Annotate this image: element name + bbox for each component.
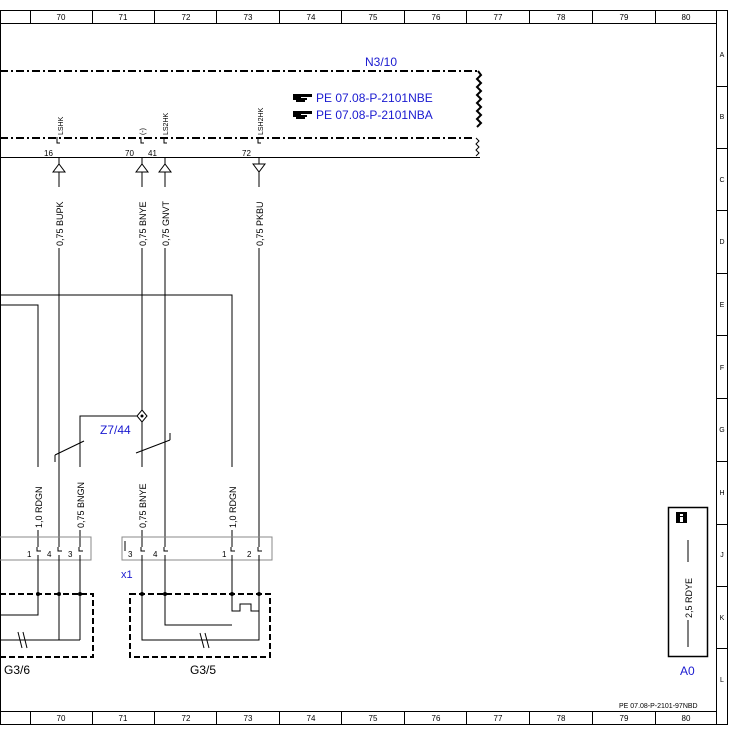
svg-text:79: 79: [620, 714, 629, 723]
column-labels-top: 70 71 72 73 74 75 76 77 78 79 80: [57, 13, 691, 22]
column-ticks: [30, 10, 656, 725]
info-icon[interactable]: [676, 512, 687, 523]
svg-text:C: C: [719, 177, 724, 184]
svg-text:2: 2: [247, 550, 252, 559]
svg-text:72: 72: [242, 149, 251, 158]
svg-text:G: G: [719, 427, 724, 434]
svg-text:75: 75: [369, 714, 378, 723]
pin-stubs: [56, 137, 261, 144]
svg-text:74: 74: [307, 13, 316, 22]
pointing-hand-icon: [293, 111, 312, 119]
svg-text:0,75 BNYE: 0,75 BNYE: [138, 483, 148, 528]
frame: [0, 10, 728, 725]
row-labels: A B C D E F G H J K L: [719, 52, 724, 684]
ref-link-nbe[interactable]: PE 07.08-P-2101NBE: [316, 91, 433, 105]
svg-text:LSH2HK: LSH2HK: [258, 107, 265, 135]
svg-text:0,75 GNVT: 0,75 GNVT: [161, 200, 171, 246]
svg-text:80: 80: [682, 714, 691, 723]
svg-text:72: 72: [182, 714, 191, 723]
ref-line-2[interactable]: PE 07.08-P-2101NBA: [293, 108, 433, 122]
svg-text:70: 70: [125, 149, 134, 158]
svg-text:1: 1: [222, 550, 227, 559]
svg-text:E: E: [720, 302, 725, 309]
row-ticks: [716, 86, 728, 649]
module-n3-10: N3/10: [0, 55, 483, 158]
svg-text:76: 76: [432, 13, 441, 22]
svg-text:A: A: [720, 52, 725, 59]
svg-text:73: 73: [244, 13, 253, 22]
svg-text:76: 76: [432, 714, 441, 723]
pointing-hand-icon: [293, 94, 312, 102]
svg-text:D: D: [719, 239, 724, 246]
svg-text:77: 77: [494, 714, 503, 723]
component-label-a0: A0: [680, 664, 695, 678]
svg-text:78: 78: [557, 13, 566, 22]
svg-text:1,0 RDGN: 1,0 RDGN: [34, 486, 44, 528]
svg-text:L: L: [720, 677, 724, 684]
svg-text:79: 79: [620, 13, 629, 22]
svg-text:71: 71: [119, 13, 128, 22]
svg-text:16: 16: [44, 149, 53, 158]
svg-text:4: 4: [153, 550, 158, 559]
svg-text:3: 3: [68, 550, 73, 559]
svg-text:80: 80: [682, 13, 691, 22]
svg-text:1,0 RDGN: 1,0 RDGN: [228, 486, 238, 528]
splice-z7-44: Z7/44: [100, 409, 148, 437]
svg-text:77: 77: [494, 13, 503, 22]
svg-text:72: 72: [182, 13, 191, 22]
column-labels-bottom: 70 71 72 73 74 75 76 77 78 79 80: [57, 714, 691, 723]
svg-text:J: J: [720, 552, 724, 559]
svg-text:41: 41: [148, 149, 157, 158]
svg-text:LS2HK: LS2HK: [163, 112, 170, 135]
svg-text:4: 4: [47, 550, 52, 559]
connector-x1: 1 4 3 3 4 1 2 x1: [0, 536, 273, 581]
svg-text:0,75 PKBU: 0,75 PKBU: [255, 201, 265, 246]
svg-text:(-): (-): [140, 128, 147, 135]
svg-text:73: 73: [244, 714, 253, 723]
component-g3-5: G3/5: [129, 592, 271, 677]
splice-label: Z7/44: [100, 423, 131, 437]
ref-line-1[interactable]: PE 07.08-P-2101NBE: [293, 91, 433, 105]
svg-text:3: 3: [128, 550, 133, 559]
connector-label-x1: x1: [121, 569, 133, 581]
pin-numbers: 16 70 41 72: [44, 149, 251, 158]
wire-labels: 0,75 BUPK 0,75 BNYE 0,75 GNVT 0,75 PKBU …: [34, 200, 265, 528]
svg-text:1: 1: [27, 550, 32, 559]
svg-text:0,75 BUPK: 0,75 BUPK: [55, 201, 65, 246]
component-g3-6: G3/6: [0, 592, 94, 677]
svg-text:70: 70: [57, 714, 66, 723]
footer-reference: PE 07.08-P-2101-97NBD: [619, 703, 698, 710]
svg-text:75: 75: [369, 13, 378, 22]
lower-wires: [37, 555, 260, 594]
svg-text:0,75 BNGN: 0,75 BNGN: [76, 482, 86, 528]
svg-text:H: H: [719, 490, 724, 497]
triangle-markers: [52, 163, 266, 173]
module-label-n3-10: N3/10: [365, 55, 397, 69]
svg-text:70: 70: [57, 13, 66, 22]
svg-text:71: 71: [119, 714, 128, 723]
svg-text:F: F: [720, 365, 724, 372]
svg-text:K: K: [720, 615, 725, 622]
svg-text:B: B: [720, 114, 725, 121]
pin-verticals: [58, 157, 260, 164]
wires: [0, 172, 260, 547]
svg-text:0,75 BNYE: 0,75 BNYE: [138, 201, 148, 246]
svg-text:74: 74: [307, 714, 316, 723]
component-a0: 2,5 RDYE A0: [667, 506, 709, 678]
svg-text:78: 78: [557, 714, 566, 723]
pin-names: LSHK (-) LS2HK LSH2HK: [58, 107, 265, 135]
component-label-g3-5: G3/5: [190, 663, 216, 677]
component-label-g3-6: G3/6: [4, 663, 30, 677]
wire-label-a0: 2,5 RDYE: [684, 578, 694, 618]
svg-text:LSHK: LSHK: [58, 116, 65, 135]
ref-link-nba[interactable]: PE 07.08-P-2101NBA: [316, 108, 433, 122]
